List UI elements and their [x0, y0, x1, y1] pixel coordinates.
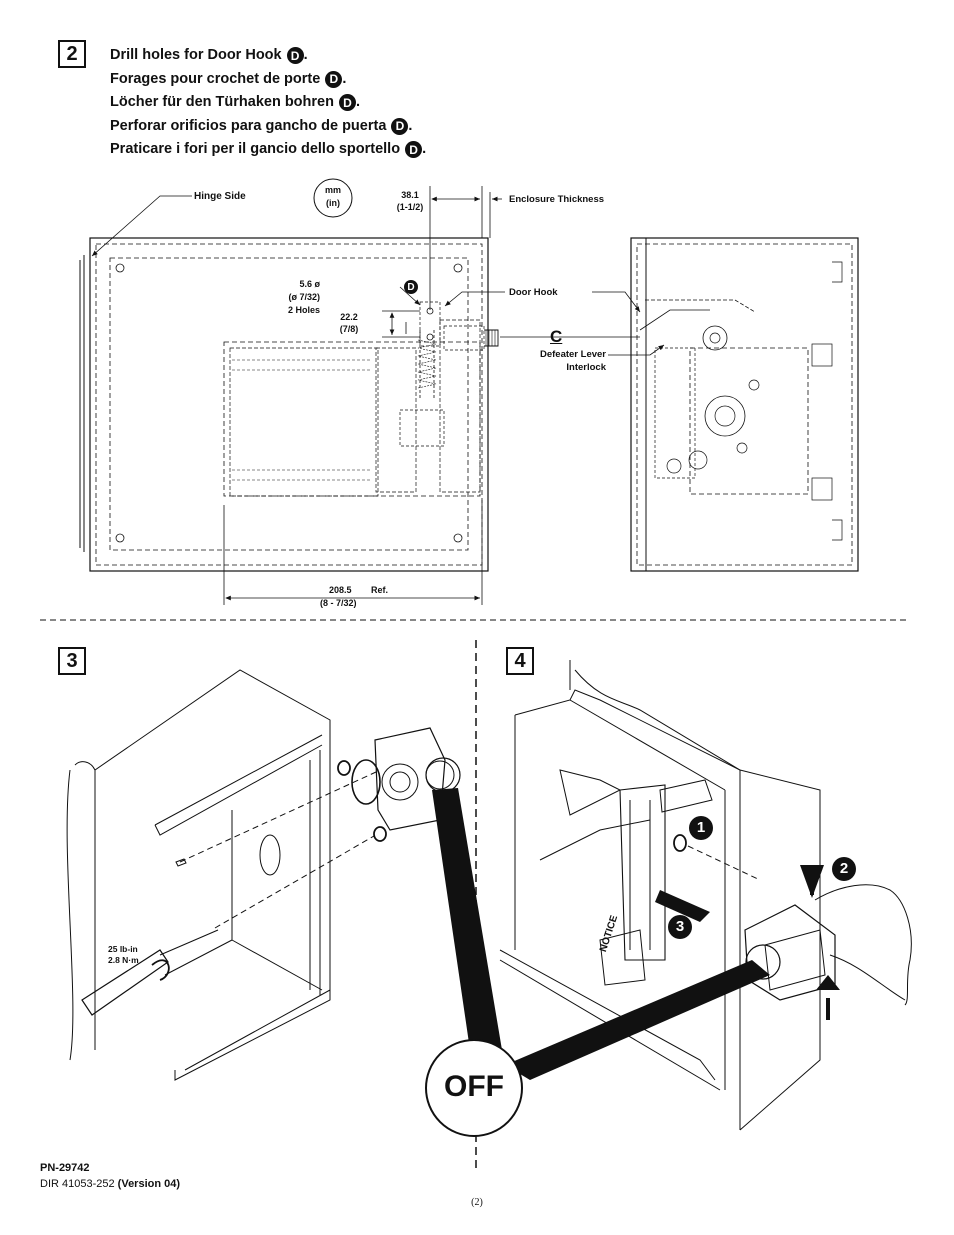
enclosure-front-view	[79, 237, 499, 572]
defeater-lever-label: Defeater Lever	[539, 349, 606, 360]
hole-diameter-in: (ø 7/32)	[288, 292, 320, 302]
dim-bottom-ref: Ref.	[371, 585, 389, 595]
document-id: DIR 41053-252 (Version 04)	[40, 1178, 181, 1190]
footer: PN-29742 DIR 41053-252 (Version 04)	[40, 1160, 180, 1192]
dim-top-mm: 38.1	[401, 190, 419, 200]
step-3-number: 3	[58, 647, 86, 675]
hinge-side-label: Hinge Side	[194, 191, 246, 202]
press-down-arrow	[800, 865, 824, 898]
instruction-it: Praticare i fori per il gancio dello spo…	[110, 141, 427, 159]
callout-3-circle	[668, 915, 692, 939]
torque-nm-label: 2.8 N·m	[108, 955, 139, 965]
callout-1: 1	[696, 819, 706, 836]
enclosure-side-view	[630, 237, 859, 572]
callout-3: 3	[675, 918, 685, 935]
off-circle	[425, 1039, 523, 1137]
callout-1-circle	[689, 816, 713, 840]
dimension-lines	[91, 186, 665, 605]
centerline-symbol: C	[550, 327, 563, 346]
units-mm-label: mm	[324, 185, 341, 195]
step-4-number: 4	[506, 647, 534, 675]
dim-top-in: (1-1/2)	[396, 202, 424, 212]
units-circle	[313, 178, 353, 218]
callout-2: 2	[839, 860, 849, 877]
door-hook-badge: D	[325, 70, 343, 88]
units-in-label: (in)	[326, 198, 340, 208]
press-up-arrow	[816, 975, 840, 990]
hole-diameter-mm: 5.6 ø	[299, 279, 320, 289]
hole-count: 2 Holes	[287, 305, 320, 315]
door-hook-badge: D	[286, 47, 304, 65]
dim-bottom-mm: 208.5	[329, 585, 352, 595]
part-number: PN-29742	[40, 1162, 90, 1174]
off-label: OFF	[444, 1070, 504, 1103]
torque-lbin-label: 25 lb-in	[108, 944, 138, 954]
off-callout-wedge	[432, 788, 502, 1050]
enclosure-thickness-label: Enclosure Thickness	[509, 194, 605, 205]
off-callout-wedge-right	[505, 960, 770, 1080]
door-hook-badge: D	[391, 117, 409, 135]
instruction-es: Perforar orificios para gancho de puerta…	[110, 117, 413, 135]
door-hook-badge: D	[339, 94, 356, 112]
instruction-de: Löcher für den Türhaken bohren D.	[110, 94, 361, 112]
page-number: (2)	[471, 1197, 483, 1208]
hook-hole-badge: D	[404, 280, 418, 294]
dim-bottom-in: (8 - 7/32)	[320, 598, 357, 608]
callout-2-circle	[832, 857, 856, 881]
drill-instructions: Drill holes for Door Hook D . Forages po…	[110, 44, 426, 162]
step-2-number: 2	[58, 40, 86, 68]
door-hook-badge: D	[405, 141, 423, 159]
interlock-label: Interlock	[566, 362, 606, 373]
step-3-enclosure-art	[66, 669, 461, 1081]
instruction-fr: Forages pour crochet de porte D.	[110, 70, 347, 88]
dim-side-mm: 22.2	[340, 312, 358, 322]
dim-side-in: (7/8)	[339, 324, 359, 334]
slide-arrow	[655, 890, 710, 922]
door-hook-label: Door Hook	[509, 287, 558, 298]
instruction-en: Drill holes for Door Hook D .	[110, 47, 308, 65]
